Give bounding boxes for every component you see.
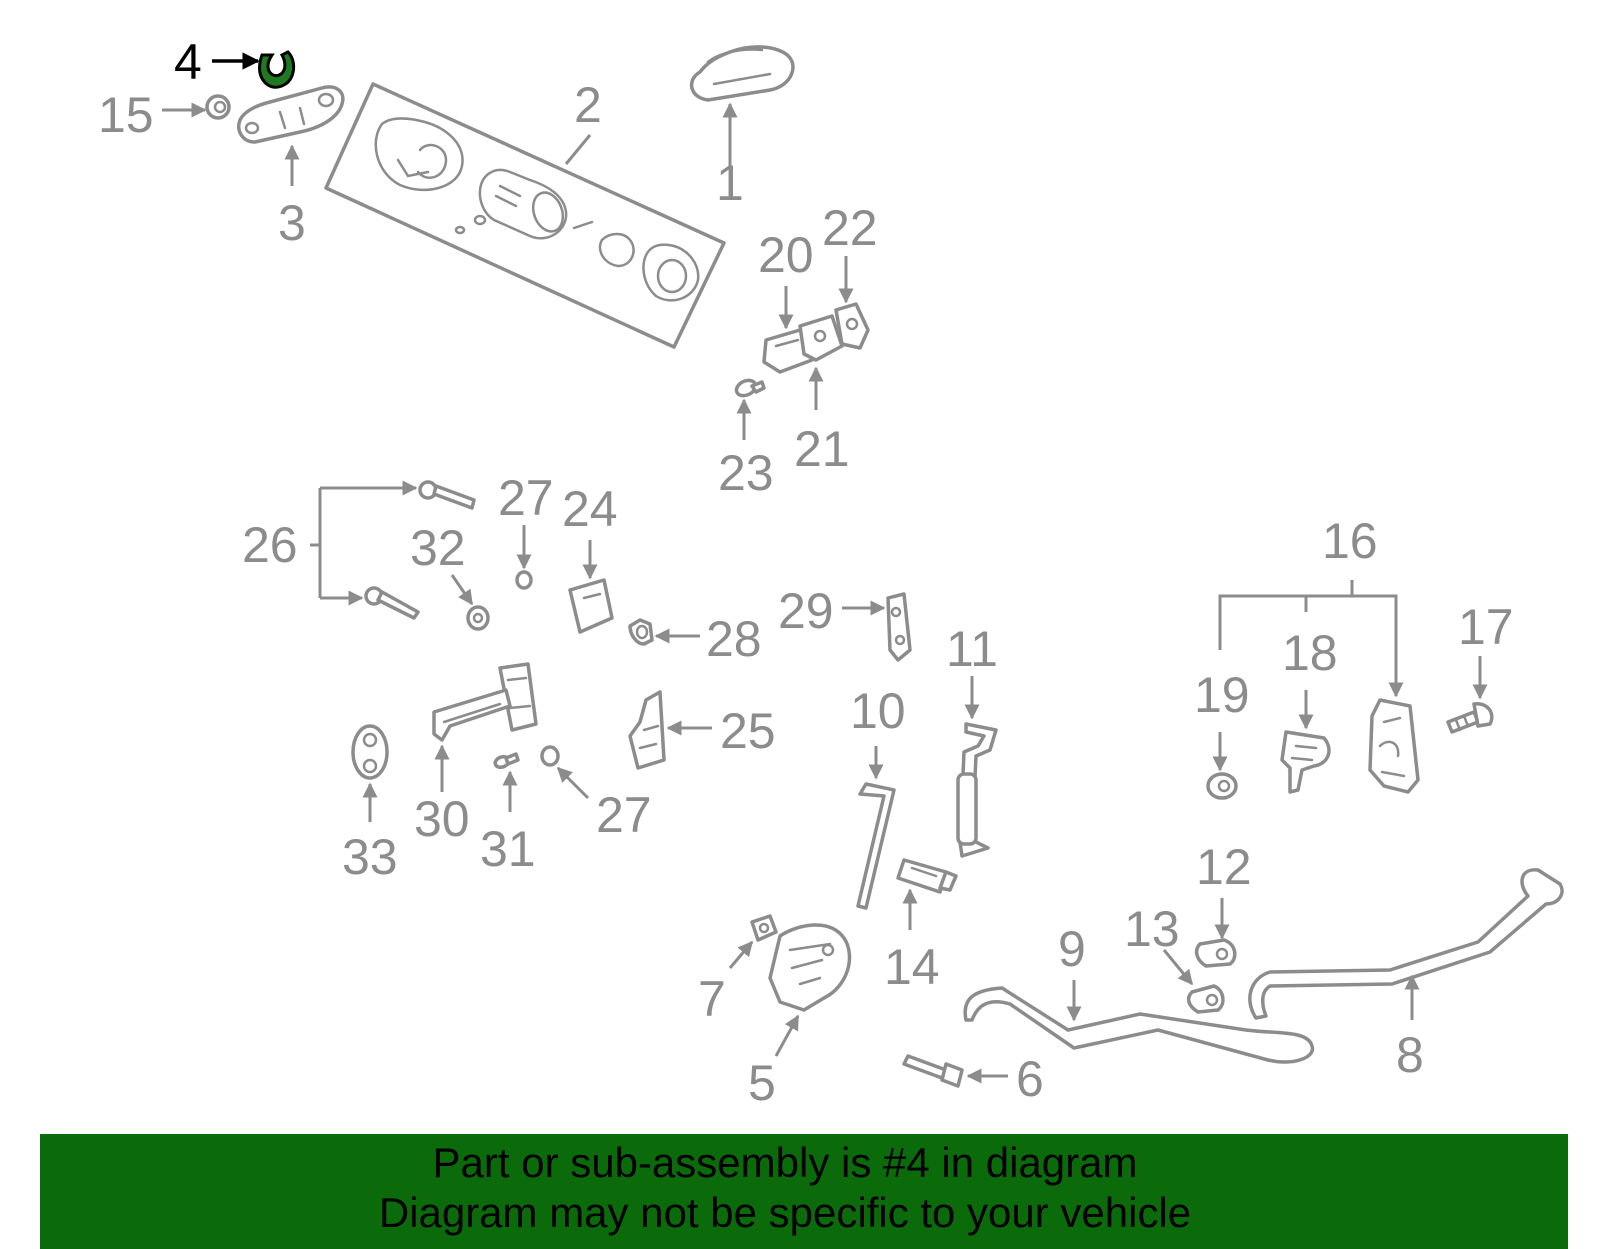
- leader-27-lower: [556, 766, 590, 800]
- part-32-nut[interactable]: [466, 605, 490, 631]
- callout-1[interactable]: 1: [716, 155, 744, 211]
- part-3-bracket[interactable]: [237, 85, 345, 144]
- part-23-bolt[interactable]: [734, 377, 766, 398]
- leader-2: [564, 134, 592, 165]
- callout-29[interactable]: 29: [778, 583, 834, 639]
- part-16-actuator[interactable]: [1368, 698, 1420, 794]
- callout-8[interactable]: 8: [1396, 1027, 1424, 1083]
- callout-6[interactable]: 6: [1016, 1051, 1044, 1107]
- callout-14[interactable]: 14: [884, 939, 940, 995]
- part-21-hinge[interactable]: [798, 314, 844, 362]
- part-26-bolt-upper[interactable]: [418, 480, 476, 510]
- callout-24[interactable]: 24: [562, 481, 618, 537]
- callout-31[interactable]: 31: [480, 821, 536, 877]
- disclaimer-banner: Part or sub-assembly is #4 in diagram Di…: [40, 1134, 1568, 1249]
- part-25-guide[interactable]: [628, 690, 666, 770]
- callout-15[interactable]: 15: [98, 87, 154, 143]
- part-33-plug[interactable]: [351, 724, 389, 780]
- part-26-bolt-lower[interactable]: [364, 586, 420, 620]
- banner-vehicle-note: Diagram may not be specific to your vehi…: [378, 1189, 1192, 1236]
- callout-2[interactable]: 2: [574, 77, 602, 133]
- callout-12[interactable]: 12: [1196, 839, 1252, 895]
- part-9-rod[interactable]: [963, 986, 1314, 1064]
- callout-25[interactable]: 25: [720, 703, 776, 759]
- part-18-switch[interactable]: [1280, 730, 1331, 794]
- part-2-lock-set[interactable]: [324, 82, 726, 349]
- part-22-hinge[interactable]: [834, 302, 870, 350]
- callout-9[interactable]: 9: [1058, 921, 1086, 977]
- part-20-hinge[interactable]: [762, 328, 814, 374]
- bracket-26: [310, 488, 322, 598]
- part-13-clip[interactable]: [1186, 984, 1225, 1014]
- part-4-clip[interactable]: [258, 50, 296, 89]
- callout-23[interactable]: 23: [718, 445, 774, 501]
- callout-18[interactable]: 18: [1282, 625, 1338, 681]
- part-10-rod[interactable]: [856, 782, 896, 910]
- callout-4[interactable]: 4: [174, 34, 202, 90]
- callout-3[interactable]: 3: [278, 195, 306, 251]
- part-17-screw[interactable]: [1446, 702, 1494, 734]
- callout-33[interactable]: 33: [342, 829, 398, 885]
- part-12-clip[interactable]: [1194, 938, 1237, 968]
- callout-17[interactable]: 17: [1458, 599, 1514, 655]
- callout-28[interactable]: 28: [706, 611, 762, 667]
- part-29-bracket[interactable]: [886, 592, 912, 662]
- callout-20[interactable]: 20: [758, 227, 814, 283]
- callout-26[interactable]: 26: [242, 517, 298, 573]
- banner-part-note: Part or sub-assembly is #4 in diagram: [432, 1139, 1138, 1186]
- leader-7: [728, 940, 754, 969]
- callout-22[interactable]: 22: [822, 200, 878, 256]
- part-15-bumper[interactable]: [205, 94, 231, 120]
- part-8-rod[interactable]: [1248, 868, 1564, 1020]
- callout-19[interactable]: 19: [1194, 667, 1250, 723]
- callout-5[interactable]: 5: [748, 1055, 776, 1111]
- callout-27-lower[interactable]: 27: [596, 787, 652, 843]
- part-11-rod[interactable]: [956, 722, 998, 858]
- leader-5: [774, 1014, 800, 1057]
- callout-27-upper[interactable]: 27: [498, 470, 554, 526]
- part-5-latch[interactable]: [768, 923, 852, 1012]
- callout-13[interactable]: 13: [1124, 901, 1180, 957]
- callout-11[interactable]: 11: [946, 621, 998, 677]
- callout-16[interactable]: 16: [1322, 513, 1378, 569]
- part-27-grommet-lower[interactable]: [540, 745, 560, 767]
- part-31-pin[interactable]: [493, 752, 520, 770]
- part-7-clip[interactable]: [750, 914, 778, 942]
- callout-7[interactable]: 7: [698, 971, 726, 1027]
- part-1-outside-handle[interactable]: [689, 45, 795, 102]
- part-6-bolt[interactable]: [902, 1054, 964, 1088]
- leader-13: [1162, 949, 1194, 986]
- part-27-grommet-upper[interactable]: [515, 570, 533, 590]
- part-24-cover[interactable]: [568, 578, 614, 634]
- leader-32: [450, 574, 474, 606]
- part-19-grommet[interactable]: [1206, 772, 1238, 800]
- callout-30[interactable]: 30: [414, 791, 470, 847]
- callout-10[interactable]: 10: [850, 683, 906, 739]
- callout-21[interactable]: 21: [794, 421, 850, 477]
- part-28-clip[interactable]: [628, 618, 654, 646]
- part-14-switch[interactable]: [896, 858, 958, 894]
- callout-32[interactable]: 32: [410, 520, 466, 576]
- part-30-door-check[interactable]: [432, 662, 538, 742]
